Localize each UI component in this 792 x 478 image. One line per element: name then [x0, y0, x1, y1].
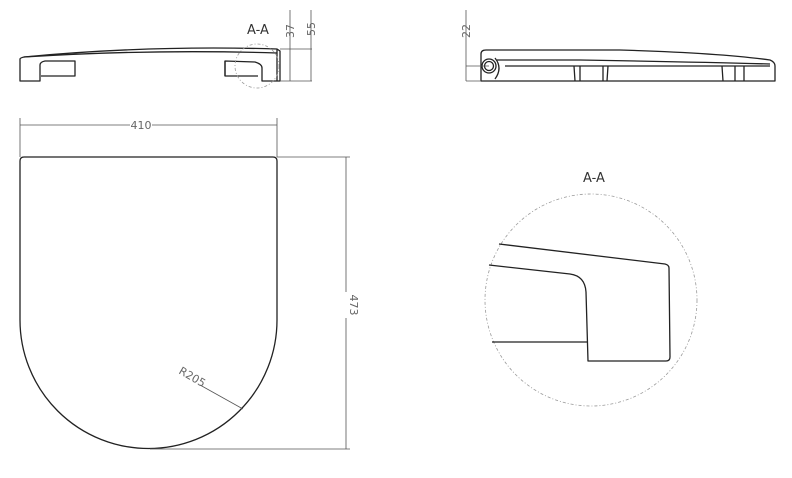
- front-view: A-A 37 55: [19, 10, 318, 89]
- dim-473: 473: [347, 295, 360, 316]
- seat-outline: [19, 156, 278, 450]
- dim-410: 410: [131, 119, 152, 132]
- section-label-top: A-A: [247, 23, 269, 38]
- dim-37: 37: [284, 24, 297, 38]
- detail-view: A-A: [484, 171, 698, 407]
- plan-view: 410 473 R205: [19, 118, 360, 450]
- detail-circle: [484, 193, 698, 407]
- section-label-detail: A-A: [583, 171, 605, 186]
- section-marker-circle: [234, 43, 280, 89]
- dim-55: 55: [305, 22, 318, 36]
- side-view: 22: [460, 10, 776, 82]
- dim-22: 22: [460, 24, 473, 38]
- dim-r205: R205: [177, 364, 208, 390]
